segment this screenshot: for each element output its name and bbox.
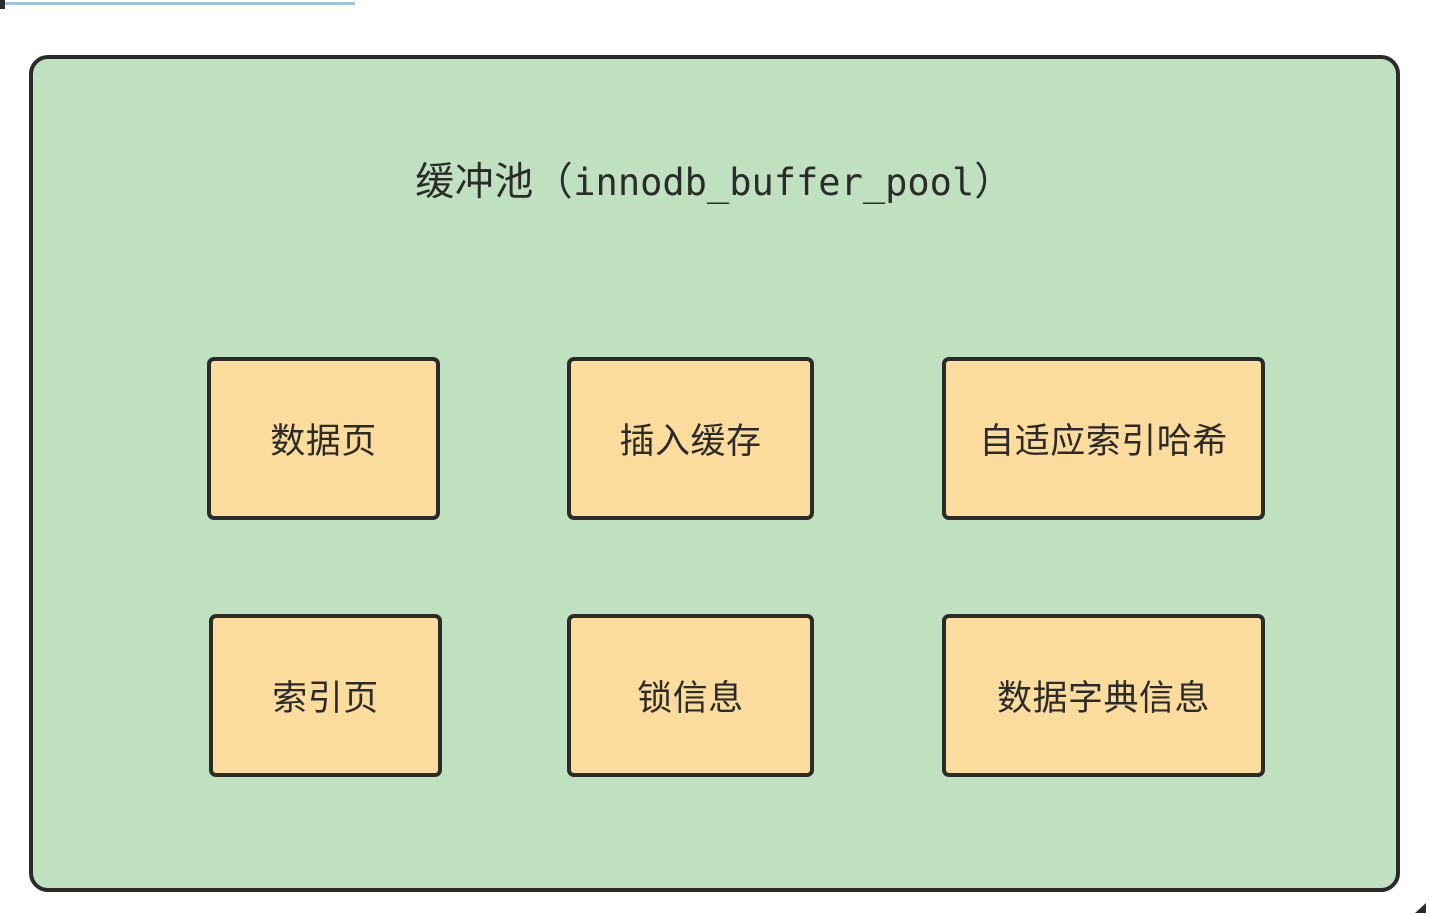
buffer-pool-title-paren-close: ）	[974, 160, 1014, 205]
top-divider-line	[4, 2, 355, 5]
item-label: 锁信息	[637, 679, 744, 719]
item-label: 索引页	[272, 679, 379, 719]
buffer-pool-container: 缓冲池（innodb_buffer_pool） 数据页 插入缓存 自适应索引哈希…	[29, 55, 1400, 892]
item-label: 数据页	[270, 422, 377, 462]
bottom-right-resize-handle[interactable]	[1415, 903, 1426, 913]
item-box-index-page: 索引页	[209, 614, 442, 777]
buffer-pool-title: 缓冲池（innodb_buffer_pool）	[33, 160, 1396, 205]
item-box-insert-buffer: 插入缓存	[567, 357, 814, 520]
item-box-data-page: 数据页	[207, 357, 440, 520]
buffer-pool-title-cn: 缓冲池	[415, 160, 534, 205]
buffer-pool-title-paren-open: （	[533, 160, 574, 205]
item-box-data-dictionary-info: 数据字典信息	[942, 614, 1265, 777]
item-label: 自适应索引哈希	[979, 422, 1228, 462]
item-box-lock-info: 锁信息	[567, 614, 814, 777]
buffer-pool-title-variable: innodb_buffer_pool	[573, 161, 975, 204]
item-label: 数据字典信息	[996, 679, 1210, 719]
item-label: 插入缓存	[619, 422, 762, 462]
item-box-adaptive-hash-index: 自适应索引哈希	[942, 357, 1265, 520]
top-left-corner-mark	[0, 0, 5, 9]
